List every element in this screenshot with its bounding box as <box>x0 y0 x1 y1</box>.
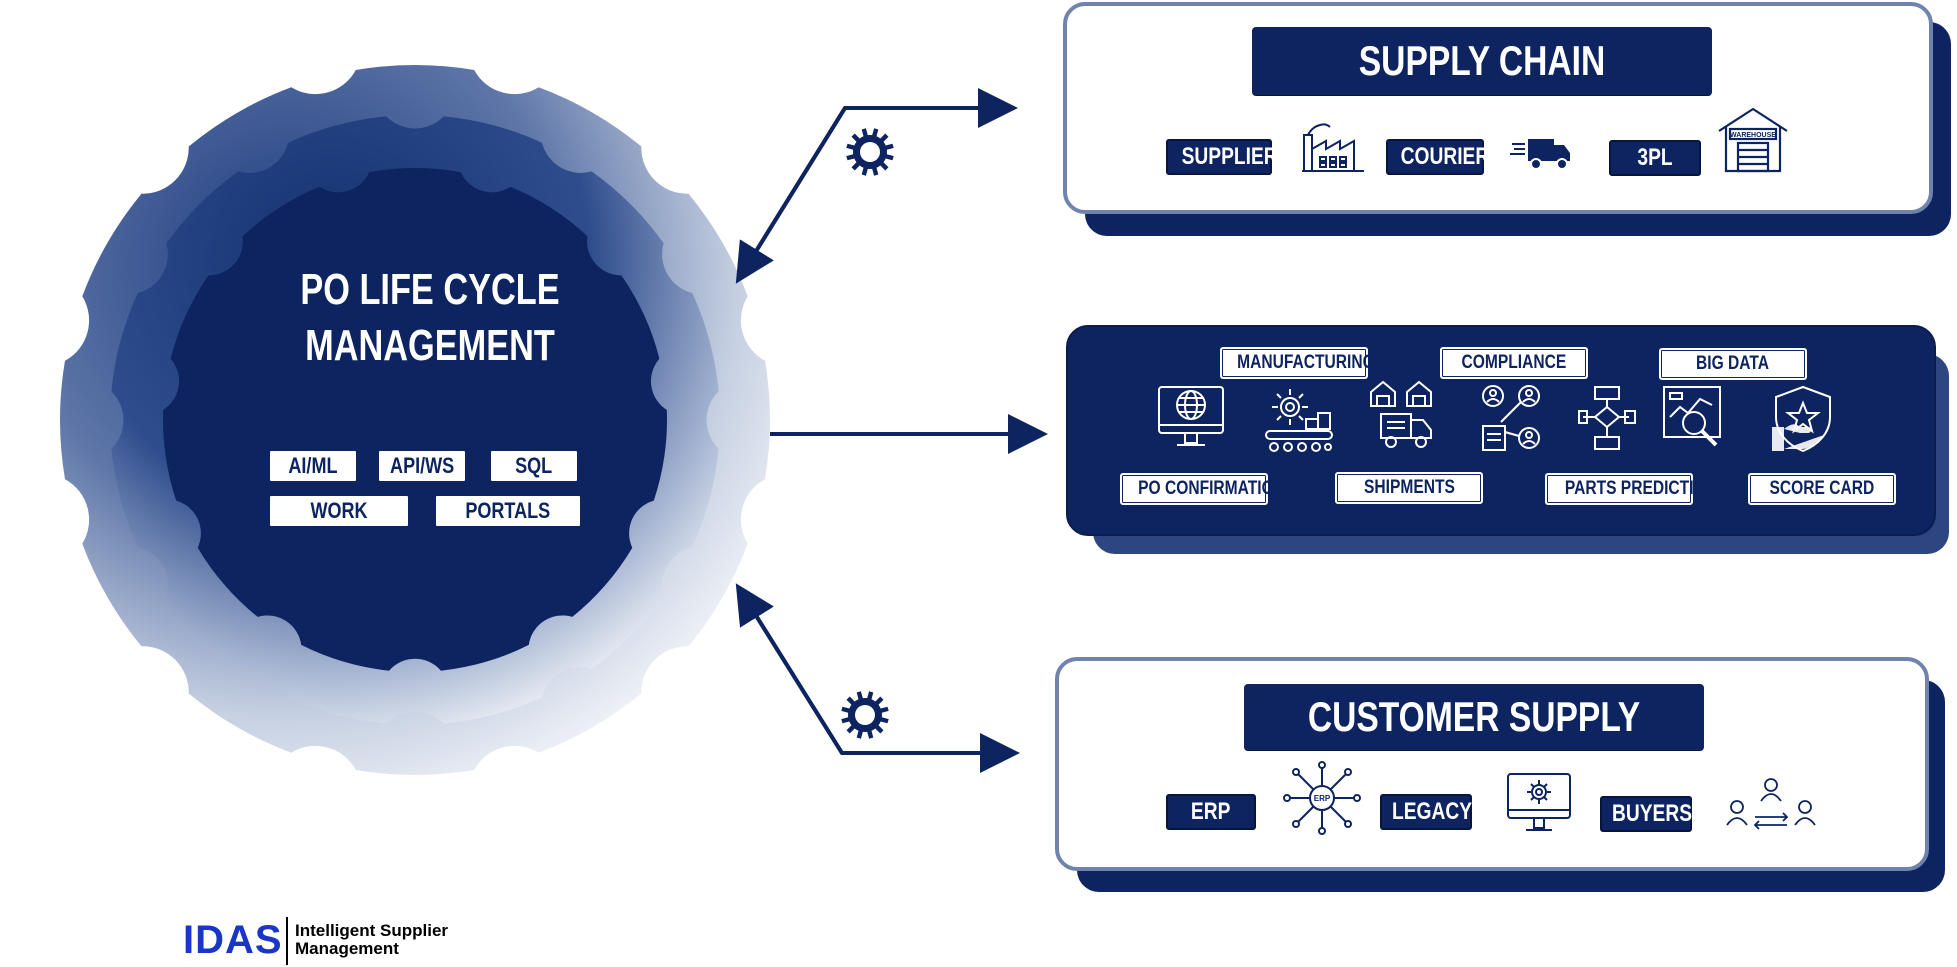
small-gear-icon <box>846 128 894 176</box>
tag-portals: PORTALS <box>434 494 582 528</box>
gear-title-line2: MANAGEMENT <box>305 321 555 370</box>
label-big-data: BIG DATA <box>1659 348 1807 380</box>
factory-icon <box>1302 123 1364 172</box>
brand-tagline: Intelligent Supplier Management <box>295 922 495 958</box>
erp-network-icon: ERP <box>1283 761 1361 835</box>
label-manufacturing: MANUFACTURING <box>1220 347 1375 379</box>
gear-inner-shape <box>163 168 667 671</box>
small-gear-icon <box>841 691 889 739</box>
tag-work-flows: WORK FLOWS <box>268 494 410 553</box>
tag-sql: SQL <box>489 449 579 483</box>
lifecycle-gear <box>60 65 770 775</box>
label-po-confirmation: PO CONFIRMATION <box>1120 473 1285 505</box>
chip-buyers: BUYERS <box>1600 796 1692 832</box>
gear-title-line1: PO LIFE CYCLE <box>300 265 560 314</box>
chip-suppliers: SUPPLIERS <box>1166 139 1290 175</box>
chip-couriers: COURIERS <box>1386 139 1502 175</box>
svg-text:WAREHOUSE: WAREHOUSE <box>1730 132 1776 139</box>
label-compliance: COMPLIANCE <box>1440 347 1588 379</box>
tag-ai-ml: AI/ML <box>268 449 358 483</box>
customer-supply-chain-title: CUSTOMER SUPPLY CHAIN <box>1244 684 1704 806</box>
idas-logo: IDAS <box>183 918 283 962</box>
chip-erp: ERP <box>1166 794 1256 830</box>
gear-inner-ring <box>163 168 667 671</box>
delivery-truck-icon <box>1510 139 1570 170</box>
brand-divider <box>286 917 288 965</box>
arrow-to-partners <box>735 88 1018 284</box>
chip-3pl: 3PL <box>1609 140 1701 176</box>
analytics-search-icon <box>1663 386 1721 447</box>
gear-conveyor-icon <box>1265 389 1333 452</box>
people-exchange-icon <box>1726 778 1816 830</box>
star-shield-icon <box>1772 385 1831 453</box>
svg-text:ERP: ERP <box>1314 794 1331 803</box>
chip-legacy: LEGACY <box>1380 794 1472 830</box>
gear-title: PO LIFE CYCLE MANAGEMENT <box>290 262 571 374</box>
small-gear-hole <box>860 142 880 162</box>
brand-tagline-line1: Intelligent Supplier <box>295 921 449 940</box>
monitor-gear-icon <box>1507 773 1571 831</box>
small-gear-hole <box>855 705 875 725</box>
brand-tagline-line2: Management <box>295 939 399 958</box>
supply-chain-partners-title: SUPPLY CHAIN PARTNERS <box>1252 27 1712 152</box>
flowchart-icon <box>1578 386 1636 450</box>
tag-api-ws: API/WS <box>377 449 467 483</box>
label-shipments: SHIPMENTS <box>1335 472 1483 504</box>
arrow-to-customer <box>735 583 1020 773</box>
people-network-icon <box>1482 385 1540 451</box>
warehouse-truck-icon <box>1370 380 1432 448</box>
label-parts-predictions: PARTS PREDICTIONS <box>1545 473 1727 505</box>
globe-monitor-icon <box>1158 386 1224 446</box>
warehouse-icon: WAREHOUSE <box>1718 107 1788 173</box>
label-score-card: SCORE CARD <box>1748 473 1896 505</box>
